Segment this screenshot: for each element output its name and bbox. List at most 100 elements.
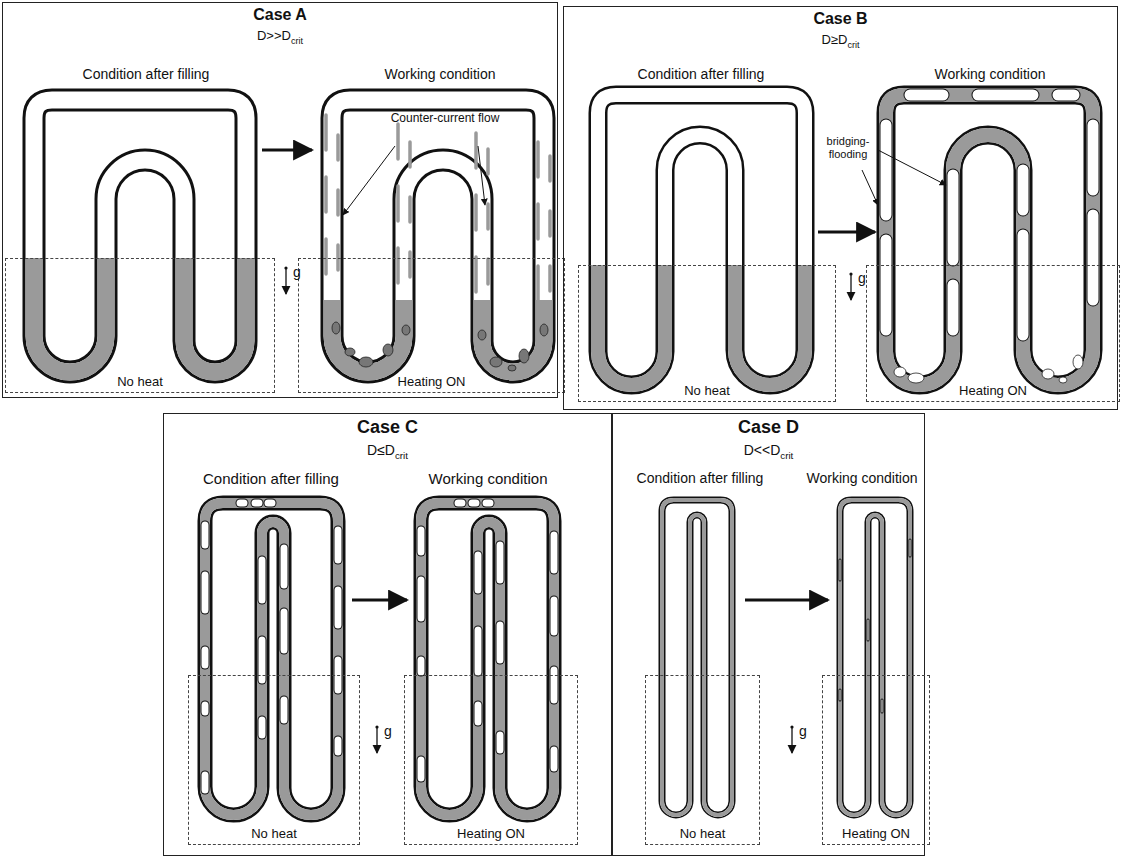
vapor-plug [881, 240, 892, 330]
leader-line [478, 146, 485, 205]
heating-state-text: Heating ON [299, 374, 564, 389]
liquid-film [548, 211, 552, 236]
vapor-plug-edge [839, 690, 842, 700]
case-title: Case B [564, 10, 1117, 28]
pulsating-heat-pipe [205, 503, 338, 815]
flow-annotation: bridging-flooding [819, 135, 877, 160]
heating-state-text: Heating ON [405, 826, 577, 841]
tube-wall [598, 95, 805, 385]
liquid-film [536, 142, 540, 177]
tube-wall [662, 500, 732, 815]
vapor-plug [840, 690, 841, 700]
state-heading: Working condition [806, 470, 917, 486]
vapor-plug-edge [472, 499, 476, 508]
liquid-film [324, 115, 328, 150]
vapor-plug [281, 612, 288, 650]
vapor-plug-edge [201, 705, 210, 712]
vapor-plug-edge [1017, 235, 1030, 335]
leader-line [343, 146, 395, 215]
vapor-plug-edge [255, 499, 259, 508]
tube-bore [34, 100, 246, 372]
vapor-plug-edge [334, 740, 343, 752]
vapor-plug [1088, 215, 1099, 300]
gravity-label: g [384, 723, 392, 739]
vapor-plug-edge [280, 612, 289, 650]
liquid-film [486, 259, 490, 284]
liquid-slug [886, 95, 1093, 385]
vapor-plug [418, 530, 425, 552]
vapor-bubble [1042, 369, 1054, 379]
diameter-relation: D>>D [257, 28, 291, 43]
leader-line [862, 170, 878, 205]
liquid-slug [205, 503, 338, 815]
vapor-plug [910, 90, 943, 101]
vapor-plug-edge [550, 535, 559, 570]
vapor-plug-edge [268, 499, 272, 508]
vapor-plug-edge [550, 750, 559, 768]
heating-state-text: No heat [646, 826, 759, 841]
vapor-plug [335, 590, 342, 625]
vapor-plug [497, 735, 504, 750]
state-arrow [352, 599, 407, 602]
liquid-film [548, 266, 552, 291]
vapor-plug [335, 740, 342, 752]
vapor-plug-edge [1087, 215, 1100, 300]
vapor-plug-edge [334, 590, 343, 625]
heating-state-text: Heating ON [867, 383, 1119, 398]
vapor-plug [259, 720, 266, 735]
gravity-dot [284, 266, 287, 269]
critical-subscript: crit [780, 450, 793, 461]
gravity-arrow [791, 727, 792, 753]
vapor-plug [910, 540, 911, 556]
diameter-condition: D<<Dcrit [613, 442, 924, 461]
tube-bore [886, 95, 1093, 385]
vapor-plug-edge [947, 285, 960, 330]
vapor-plug [240, 500, 244, 507]
gravity-label: g [293, 264, 301, 280]
heated-zone: Heating ON [298, 258, 565, 393]
gravity-label: g [799, 723, 807, 739]
state-heading: Working condition [384, 66, 495, 82]
vapor-plug [868, 620, 869, 640]
heated-zone: No heat [5, 258, 275, 393]
case-title: Case D [613, 417, 924, 438]
vapor-plug-edge [474, 705, 483, 722]
vapor-plug [475, 555, 482, 590]
vapor-plug-edge [496, 735, 505, 750]
vapor-plug-edge [201, 650, 210, 665]
vapor-plug [551, 600, 558, 632]
vapor-plug-edge [201, 525, 210, 545]
vapor-plug-edge [978, 89, 1033, 102]
pulsating-heat-pipe [598, 95, 805, 385]
vapor-plug-edge [880, 125, 893, 215]
vapor-plug [259, 560, 266, 600]
tube-bore [598, 95, 805, 385]
vapor-plug-edge [240, 499, 244, 508]
heated-zone: Heating ON [404, 675, 578, 845]
liquid-film [336, 190, 340, 215]
vapor-plug-edge [1017, 170, 1030, 210]
vapor-bubble [332, 322, 340, 334]
pulsating-heat-pipe [840, 500, 910, 815]
diameter-condition: D>>Dcrit [3, 28, 557, 46]
vapor-plug [335, 530, 342, 560]
liquid-slug [662, 500, 732, 815]
state-heading: Working condition [934, 66, 1045, 82]
liquid-film [396, 186, 400, 221]
pulsating-heat-pipe [662, 500, 732, 815]
state-arrow [262, 149, 312, 152]
vapor-bubble [519, 349, 529, 363]
critical-subscript: crit [291, 36, 303, 46]
liquid-film [396, 248, 400, 283]
vapor-plug-edge [258, 640, 267, 680]
tube-wall [840, 500, 910, 815]
vapor-plug [202, 650, 209, 665]
vapor-plug [978, 90, 1033, 101]
vapor-plug [202, 705, 209, 712]
tube-wall [421, 503, 554, 815]
diameter-relation: D≤D [367, 442, 395, 458]
vapor-plug [202, 775, 209, 790]
vapor-plug [255, 500, 259, 507]
tube-wall [34, 100, 246, 372]
diameter-condition: D≤Dcrit [164, 442, 611, 461]
